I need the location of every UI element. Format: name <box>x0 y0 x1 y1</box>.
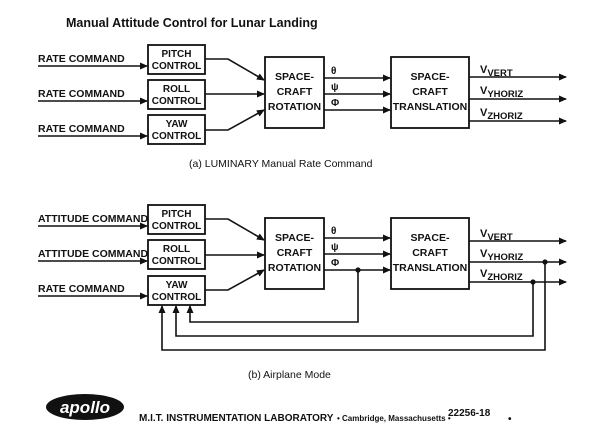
a-output-label-vert: VVERT <box>480 64 513 79</box>
page-title: Manual Attitude Control for Lunar Landin… <box>66 16 318 30</box>
a-rotation-line2: CRAFT <box>277 86 313 98</box>
diagram-b: ATTITUDE COMMAND ATTITUDE COMMAND RATE C… <box>38 204 567 381</box>
a-caption: (a) LUMINARY Manual Rate Command <box>189 158 373 170</box>
b-output-label-zhoriz: VZHORIZ <box>480 268 523 283</box>
a-roll-control-line2: CONTROL <box>152 96 201 107</box>
b-input-label-roll: ATTITUDE COMMAND <box>38 248 148 260</box>
footer: apollo M.I.T. INSTRUMENTATION LABORATORY… <box>46 394 512 425</box>
apollo-logo-text: apollo <box>60 398 110 417</box>
a-roll-control-line1: ROLL <box>163 84 190 95</box>
a-spacecraft-translation-block <box>390 56 470 129</box>
a-pitch-control-line2: CONTROL <box>152 61 201 72</box>
b-roll-control-line1: ROLL <box>163 244 190 255</box>
a-translation-line1: SPACE- <box>411 71 450 83</box>
b-roll-control-line2: CONTROL <box>152 256 201 267</box>
b-spacecraft-rotation-block <box>264 217 325 290</box>
b-input-label-yaw: RATE COMMAND <box>38 283 125 295</box>
a-input-label-yaw: RATE COMMAND <box>38 123 125 135</box>
a-translation-line3: TRANSLATION <box>393 101 467 113</box>
b-spacecraft-translation-block <box>390 217 470 290</box>
a-yaw-control-line1: YAW <box>166 119 188 130</box>
a-pitch-to-rotation-arrow <box>205 58 265 81</box>
b-output-label-vert: VVERT <box>480 228 513 243</box>
b-yhoriz-feedback-loop <box>158 262 546 351</box>
a-theta-label: θ <box>331 66 336 77</box>
b-translation-line1: SPACE- <box>411 232 450 244</box>
b-rotation-line1: SPACE- <box>275 232 314 244</box>
a-pitch-control-line1: PITCH <box>162 49 192 60</box>
a-roll-control-block <box>147 79 206 110</box>
a-yaw-to-rotation-arrow <box>205 109 265 131</box>
b-psi-label: ψ <box>331 242 339 253</box>
a-psi-label: ψ <box>331 82 339 93</box>
b-rotation-line3: ROTATION <box>268 262 321 274</box>
a-input-label-pitch: RATE COMMAND <box>38 53 125 65</box>
b-pitch-control-line1: PITCH <box>162 209 192 220</box>
b-input-label-pitch: ATTITUDE COMMAND <box>38 213 148 225</box>
b-translation-line3: TRANSLATION <box>393 262 467 274</box>
b-translation-line2: CRAFT <box>412 247 448 259</box>
a-phi-label: Φ <box>331 98 339 109</box>
apollo-logo <box>46 394 124 420</box>
a-output-label-yhoriz: VYHORIZ <box>480 85 523 100</box>
a-yaw-control-line2: CONTROL <box>152 131 201 142</box>
b-yaw-control-line1: YAW <box>166 280 188 291</box>
b-pitch-to-rotation-arrow <box>205 218 265 241</box>
lab-name: M.I.T. INSTRUMENTATION LABORATORY <box>139 413 334 424</box>
b-phi-feedback-loop <box>186 270 359 323</box>
b-caption: (b) Airplane Mode <box>248 369 331 381</box>
b-yaw-control-line2: CONTROL <box>152 292 201 303</box>
b-zhoriz-feedback-loop <box>172 282 534 337</box>
diagram-a: RATE COMMAND RATE COMMAND RATE COMMAND P… <box>38 44 567 170</box>
b-theta-label: θ <box>331 226 336 237</box>
footer-trailing-dot: • <box>508 414 512 425</box>
a-rotation-line3: ROTATION <box>268 101 321 113</box>
b-pitch-control-line2: CONTROL <box>152 221 201 232</box>
lab-location: • Cambridge, Massachusetts • <box>337 414 451 423</box>
b-yaw-to-rotation-arrow <box>205 269 265 291</box>
a-pitch-control-block <box>147 44 206 75</box>
a-rotation-line1: SPACE- <box>275 71 314 83</box>
a-output-label-zhoriz: VZHORIZ <box>480 107 523 122</box>
b-phi-label: Φ <box>331 258 339 269</box>
a-translation-line2: CRAFT <box>412 86 448 98</box>
b-rotation-line2: CRAFT <box>277 247 313 259</box>
a-spacecraft-rotation-block <box>264 56 325 129</box>
a-input-label-roll: RATE COMMAND <box>38 88 125 100</box>
figure-number: 22256-18 <box>448 408 491 419</box>
a-yaw-control-block <box>147 114 206 145</box>
b-output-label-yhoriz: VYHORIZ <box>480 248 523 263</box>
